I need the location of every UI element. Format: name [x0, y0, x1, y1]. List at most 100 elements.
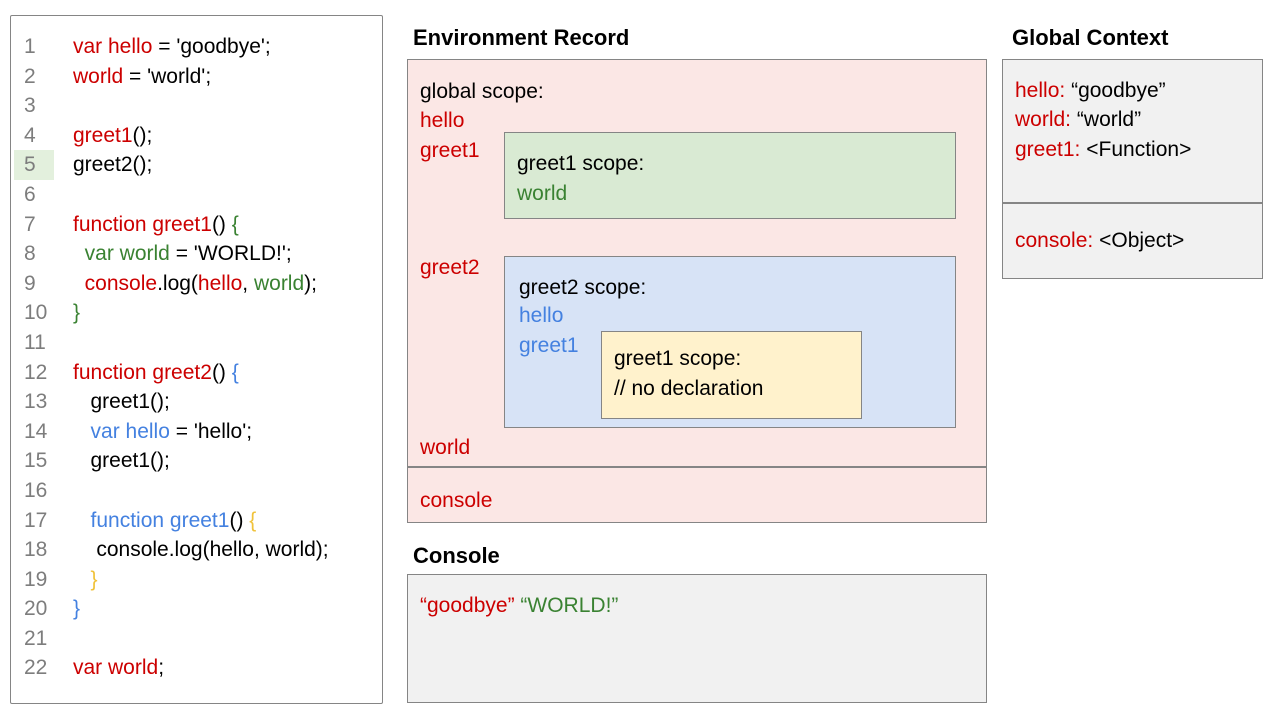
line-number: 19 [24, 567, 48, 591]
gc-value-world: “world” [1076, 108, 1142, 131]
gc-name-console: console: [1015, 229, 1094, 252]
gc-row-world: world:“world” [1015, 105, 1141, 135]
code-line: 11 [11, 328, 382, 358]
greet1-scope-box: greet1 scope: world [504, 132, 956, 219]
line-number: 3 [24, 94, 36, 118]
no-declaration-comment: // no declaration [614, 377, 764, 400]
inner-greet1-scope-box: greet1 scope: // no declaration [601, 331, 862, 419]
console-output-box: “goodbye” “WORLD!” [407, 574, 987, 703]
code-text: function greet1() { [90, 508, 257, 532]
scope-var-greet1: greet1 [420, 139, 480, 162]
code-text: greet1(); [73, 390, 170, 414]
code-text: greet2(); [73, 153, 153, 177]
line-number-highlighted: 5 [14, 150, 54, 180]
code-text: greet1(); [73, 449, 170, 473]
environment-record-title: Environment Record [413, 25, 630, 50]
code-text: } [90, 567, 98, 591]
scope-var-world-greet1: world [517, 182, 568, 205]
code-line: 19 } [11, 565, 382, 595]
code-text: } [73, 597, 81, 621]
line-number: 2 [24, 64, 36, 88]
scope-var-hello: hello [420, 109, 465, 132]
line-number: 4 [24, 123, 36, 147]
code-line: 21 [11, 624, 382, 654]
line-number: 22 [24, 656, 48, 680]
line-number: 18 [24, 538, 48, 562]
code-line: 5 greet2(); [11, 150, 382, 180]
code-line: 22 var world; [11, 653, 382, 683]
line-number: 9 [24, 271, 36, 295]
gc-value-greet1: <Function> [1086, 138, 1192, 161]
line-number: 7 [24, 212, 36, 236]
console-output-line: “goodbye” “WORLD!” [420, 591, 618, 621]
line-number: 11 [24, 330, 46, 354]
gc-name-world: world: [1015, 108, 1072, 131]
code-line: 1 var hello = 'goodbye'; [11, 32, 382, 62]
gc-row-hello: hello:“goodbye” [1015, 76, 1166, 106]
line-number: 21 [24, 626, 48, 650]
scope-var-greet2: greet2 [420, 256, 480, 279]
line-number: 6 [24, 182, 36, 206]
code-line: 15 greet1(); [11, 446, 382, 476]
global-scope-box: global scope: hello greet1 greet2 world … [407, 59, 987, 467]
code-text: world = 'world'; [73, 64, 212, 88]
code-text: greet1(); [73, 123, 153, 147]
scope-var-console: console [420, 489, 493, 512]
line-number: 8 [24, 242, 36, 266]
code-text: var hello = 'hello'; [90, 419, 253, 443]
code-line: 14 var hello = 'hello'; [11, 417, 382, 447]
line-number: 10 [24, 301, 48, 325]
console-arg2: “WORLD!” [520, 594, 619, 617]
code-line: 9 console.log(hello, world); [11, 269, 382, 299]
gc-name-hello: hello: [1015, 79, 1066, 102]
scope-var-greet1-greet2: greet1 [519, 334, 579, 357]
code-line: 6 [11, 180, 382, 210]
greet1-scope-label: greet1 scope: [517, 152, 645, 175]
code-text: var world = 'WORLD!'; [84, 242, 292, 266]
code-line: 4 greet1(); [11, 121, 382, 151]
code-line: 2 world = 'world'; [11, 62, 382, 92]
console-scope-box: console [407, 467, 987, 523]
gc-row-console: console:<Object> [1015, 226, 1184, 256]
inner-greet1-scope-label: greet1 scope: [614, 347, 742, 370]
scope-var-hello-greet2: hello [519, 304, 564, 327]
code-line: 7 function greet1() { [11, 210, 382, 240]
global-scope-label: global scope: [420, 80, 544, 103]
greet2-scope-box: greet2 scope: hello greet1 greet1 scope:… [504, 256, 956, 428]
gc-name-greet1: greet1: [1015, 138, 1081, 161]
line-number: 16 [24, 478, 48, 502]
code-lines: 1 var hello = 'goodbye'; 2 world = 'world';… [11, 32, 382, 683]
code-line: 18 console.log(hello, world); [11, 535, 382, 565]
code-line: 10} [11, 298, 382, 328]
code-line: 13 greet1(); [11, 387, 382, 417]
code-text: console.log(hello, world); [73, 538, 329, 562]
line-number: 13 [24, 390, 48, 414]
code-text: var hello = 'goodbye'; [73, 35, 271, 58]
scope-var-world: world [420, 436, 471, 459]
code-line: 8 var world = 'WORLD!'; [11, 239, 382, 269]
line-number: 20 [24, 597, 48, 621]
code-line: 16 [11, 476, 382, 506]
code-text: function greet2() { [73, 360, 239, 384]
line-number: 1 [24, 35, 36, 58]
line-number: 15 [24, 449, 48, 473]
global-context-title: Global Context [1012, 25, 1169, 50]
gc-value-hello: “goodbye” [1071, 79, 1166, 102]
code-line: 12 function greet2() { [11, 358, 382, 388]
global-context-console-box: console:<Object> [1002, 203, 1263, 279]
code-text: function greet1() { [73, 212, 239, 236]
code-text: var world; [73, 656, 165, 680]
code-line: 3 [11, 91, 382, 121]
line-number: 12 [24, 360, 48, 384]
console-title: Console [413, 543, 500, 568]
global-context-variables-box: hello:“goodbye” world:“world” greet1:<Fu… [1002, 59, 1263, 203]
code-text: console.log(hello, world); [84, 271, 317, 295]
line-number: 17 [24, 508, 48, 532]
code-panel: 1 var hello = 'goodbye'; 2 world = 'world';… [10, 15, 383, 704]
gc-value-console: <Object> [1099, 229, 1185, 252]
gc-row-greet1: greet1:<Function> [1015, 135, 1191, 165]
code-line: 20} [11, 594, 382, 624]
code-line: 17 function greet1() { [11, 506, 382, 536]
greet2-scope-label: greet2 scope: [519, 276, 647, 299]
